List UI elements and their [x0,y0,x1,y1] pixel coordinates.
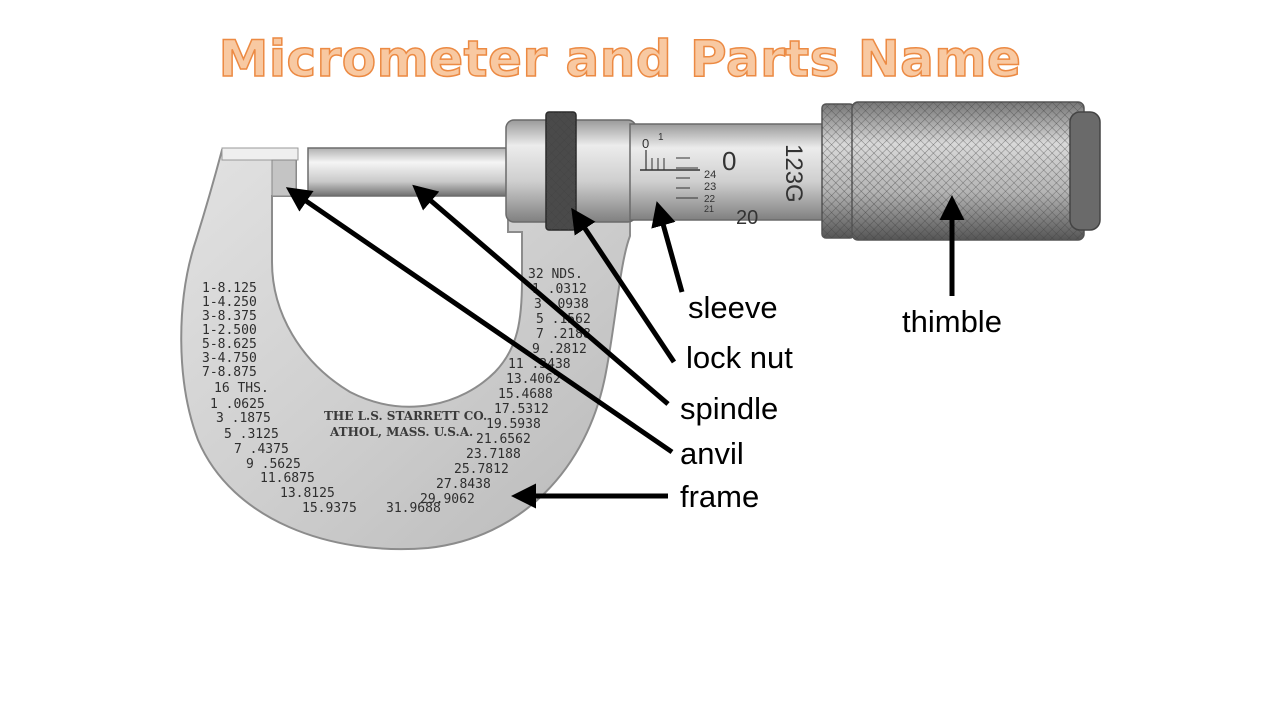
page-title: Micrometer and Parts Name [218,29,1022,89]
right-scale-table: 32 NDS. 1 .0312 3 .0938 5 .1562 7 .2188 … [386,267,591,516]
scale-right-item: 25.7812 [454,462,509,477]
scale-left-item: 3 .1875 [216,411,271,426]
scale-right-item: 27.8438 [436,477,491,492]
thimble-number-20: 20 [736,207,758,229]
scale-left-item: 13.8125 [280,486,335,501]
scale-right-item: 29.9062 [420,492,475,507]
scale-left-item: 7 .4375 [234,442,289,457]
thimble-big-digit: 0 [722,146,736,176]
scale-right-item: 23.7188 [466,447,521,462]
label-anvil: anvil [680,436,744,471]
label-thimble: thimble [902,304,1002,339]
scale-left-item: 3-8.375 [202,309,257,324]
scale-left-item: 3-4.750 [202,351,257,366]
scale-right-item: 21.6562 [476,432,531,447]
thimble [821,101,1101,241]
scale-left-item: 1-2.500 [202,323,257,338]
scale-right-item: 31.9688 [386,501,441,516]
scale-left-item: 15.9375 [302,501,357,516]
scale-right-item: 7 .2188 [536,327,591,342]
lock-nut [545,111,577,231]
scale-left-item: 1-8.125 [202,281,257,296]
arrow-spindle [412,184,670,406]
thimble-number-21: 21 [704,204,714,214]
scale-right-item: 17.5312 [494,402,549,417]
arrow-lock-nut [571,207,677,364]
label-sleeve: sleeve [688,290,778,325]
scale-left-item: 11.6875 [260,471,315,486]
scale-left-item: 16 THS. [214,381,269,396]
thimble-number-23: 23 [704,181,716,193]
scale-right-item: 11 .3438 [508,357,571,372]
sleeve-number-1: 1 [658,132,664,143]
thimble-marking: 123G [780,144,807,203]
label-spindle: spindle [680,391,778,426]
scale-right-item: 15.4688 [498,387,553,402]
scale-left-item: 7-8.875 [202,365,257,380]
leader-arrows [285,184,965,509]
scale-right-item: 9 .2812 [532,342,587,357]
scale-right-item: 13.4062 [506,372,561,387]
left-scale-table: 1-8.125 1-4.250 3-8.375 1-2.500 5-8.625 … [202,281,357,516]
scale-right-item: 1 .0312 [532,282,587,297]
scale-left-item: 5 .3125 [224,427,279,442]
spindle [307,147,513,197]
maker-line-2: ATHOL, MASS. U.S.A. [329,425,473,439]
label-frame: frame [680,479,759,514]
maker-stamp: THE L.S. STARRETT CO. ATHOL, MASS. U.S.A… [324,409,487,439]
arrow-sleeve [651,201,685,293]
micrometer-frame [180,147,631,551]
thimble-number-24: 24 [704,169,716,181]
arrow-anvil [285,187,674,455]
sleeve-number-0: 0 [642,136,649,151]
scale-left-item: 1-4.250 [202,295,257,310]
label-lock-nut: lock nut [686,340,793,375]
scale-left-item: 5-8.625 [202,337,257,352]
maker-line-1: THE L.S. STARRETT CO. [324,409,487,423]
scale-right-item: 19.5938 [486,417,541,432]
scale-left-item: 9 .5625 [246,457,301,472]
scale-left-item: 1 .0625 [210,397,265,412]
scale-right-item: 32 NDS. [528,267,583,282]
thimble-number-22: 22 [704,194,716,205]
thimble-scale: 24 23 22 21 20 0 123G [676,144,807,229]
